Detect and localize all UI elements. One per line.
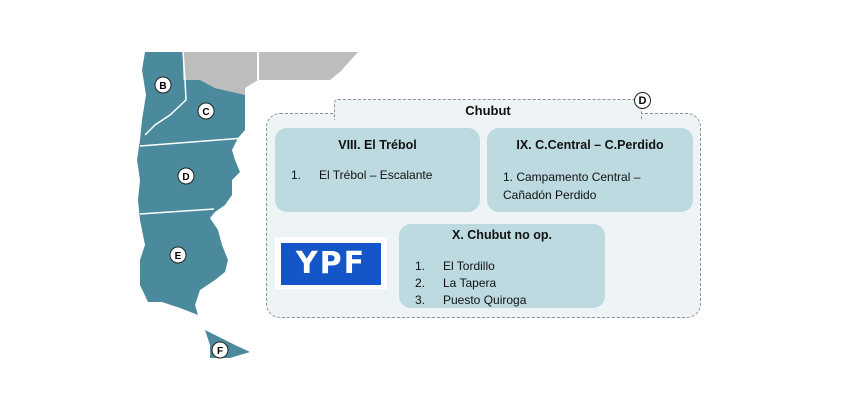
svg-text:B: B (159, 81, 166, 92)
svg-text:E: E (175, 251, 182, 262)
card-title: IX. C.Central – C.Perdido (516, 138, 664, 152)
card-c-central: IX. C.Central – C.Perdido 1. Campamento … (487, 128, 693, 212)
label-d: D (177, 167, 195, 185)
region-badge: D (634, 92, 651, 109)
label-f: F (211, 341, 229, 359)
panel-title: Chubut (334, 99, 642, 120)
card-chubut-no-op: X. Chubut no op. 1.El Tordillo 2.La Tape… (399, 224, 605, 308)
list-item: 1. Campamento Central – (503, 170, 641, 184)
mainland-regions (137, 52, 245, 315)
label-e: E (169, 246, 187, 264)
label-b: B (154, 76, 172, 94)
svg-text:F: F (217, 346, 223, 357)
label-c: C (197, 102, 215, 120)
card-title: VIII. El Trébol (338, 138, 417, 152)
list-item: 1.El Tordillo (415, 259, 495, 273)
list-item: 3.Puesto Quiroga (415, 293, 527, 307)
card-el-trebol: VIII. El Trébol 1. El Trébol – Escalante (275, 128, 480, 212)
svg-text:C: C (202, 107, 209, 118)
neighbor-region (183, 52, 358, 95)
list-item-cont: Cañadón Perdido (503, 188, 597, 202)
card-title: X. Chubut no op. (452, 228, 552, 242)
ypf-logo: YPF (281, 243, 381, 285)
list-item: 2.La Tapera (415, 276, 497, 290)
list-item: 1. El Trébol – Escalante (291, 168, 433, 182)
svg-text:D: D (182, 172, 189, 183)
